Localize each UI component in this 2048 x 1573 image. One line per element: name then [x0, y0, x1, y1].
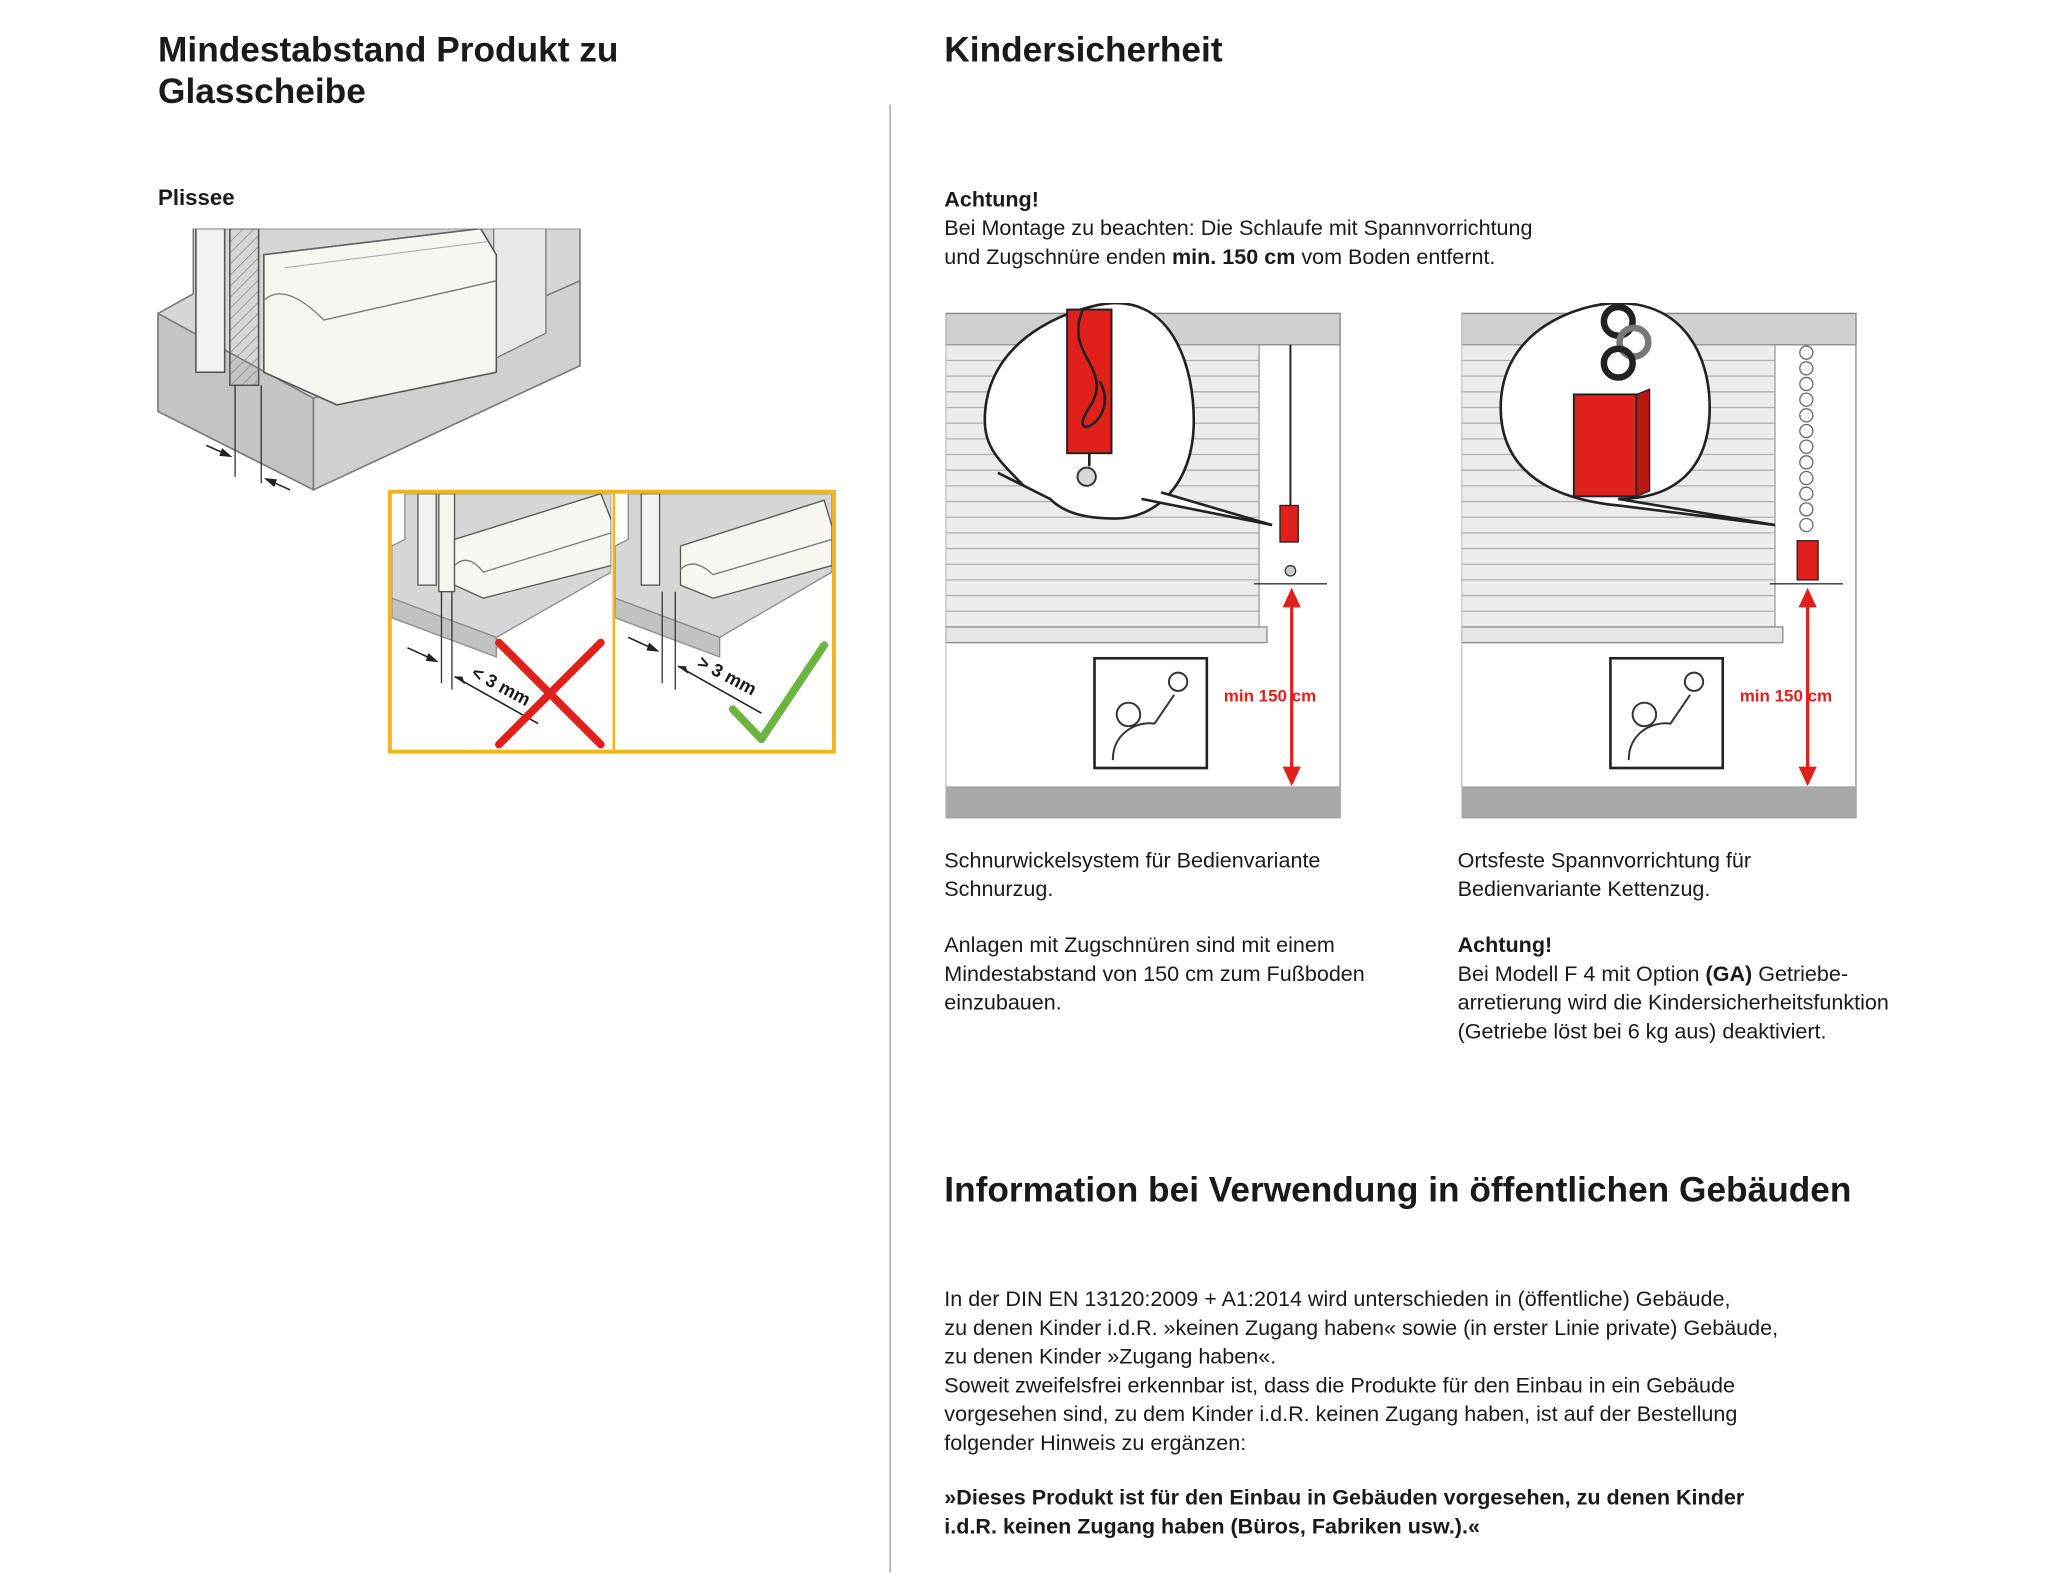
left-title: Mindestabstand Produkt zu Glasscheibe [158, 29, 618, 113]
public-line: zu denen Kinder »Zugang haben«. [944, 1345, 1277, 1369]
fig2-distance-label: min 150 cm [1740, 686, 1832, 705]
cord-winder-illustration: min 150 cm [945, 303, 1341, 819]
child-warning-icon [1609, 656, 1725, 770]
comparison-frame [387, 489, 836, 754]
cord-caption: Schnurwickelsystem für Bedienvariante Sc… [944, 848, 1321, 902]
public-line: folgender Hinweis zu ergänzen: [944, 1431, 1247, 1455]
public-line: Soweit zweifelsfrei erkennbar ist, dass … [944, 1374, 1735, 1398]
dim-right-label: > 3 mm [694, 651, 760, 699]
order-note-quote: »Dieses Produkt ist für den Einbau in Ge… [944, 1486, 1745, 1539]
chain-caption: Ortsfeste Spannvorrichtung für Bedienvar… [1457, 848, 1752, 902]
public-line: In der DIN EN 13120:2009 + A1:2014 wird … [944, 1287, 1731, 1312]
safety-warning-line2: und Zugschnüre enden min. 150 cm vom Bod… [944, 245, 1496, 270]
column-divider [889, 104, 891, 1573]
left-title-line2: Glasscheibe [158, 71, 366, 112]
safety-warning-line1: Bei Montage zu beachten: Die Schlaufe mi… [944, 216, 1533, 241]
public-buildings-title: Information bei Verwendung in öffentlich… [944, 1170, 1852, 1210]
public-line: vorgesehen sind, zu dem Kinder i.d.R. ke… [944, 1402, 1738, 1427]
wrong-distance-illustration: < 3 mm [391, 493, 612, 749]
left-title-line1: Mindestabstand Produkt zu [158, 30, 619, 70]
plissee-window-illustration [157, 228, 581, 492]
comparison-divider [612, 492, 616, 754]
child-warning-icon [1093, 656, 1209, 770]
public-line: zu denen Kinder i.d.R. »keinen Zugang ha… [944, 1316, 1779, 1341]
right-title: Kindersicherheit [944, 30, 1223, 70]
check-icon [728, 641, 829, 744]
chain-tensioner-illustration: min 150 cm [1461, 303, 1857, 819]
fig1-distance-label: min 150 cm [1224, 686, 1316, 705]
cross-icon [495, 638, 605, 749]
safety-warning: Achtung! Bei Montage zu beachten: Die Sc… [944, 185, 1728, 271]
public-buildings-text: In der DIN EN 13120:2009 + A1:2014 wird … [944, 1285, 2015, 1457]
cord-note: Anlagen mit Zugschnüren sind mit einem M… [944, 933, 1365, 1015]
product-label: Plissee [158, 185, 235, 211]
right-distance-illustration: > 3 mm [615, 493, 832, 744]
safety-warning-heading: Achtung! [944, 188, 1039, 212]
chain-warning: Achtung! Bei Modell F 4 mit Option (GA) … [1457, 933, 1889, 1044]
